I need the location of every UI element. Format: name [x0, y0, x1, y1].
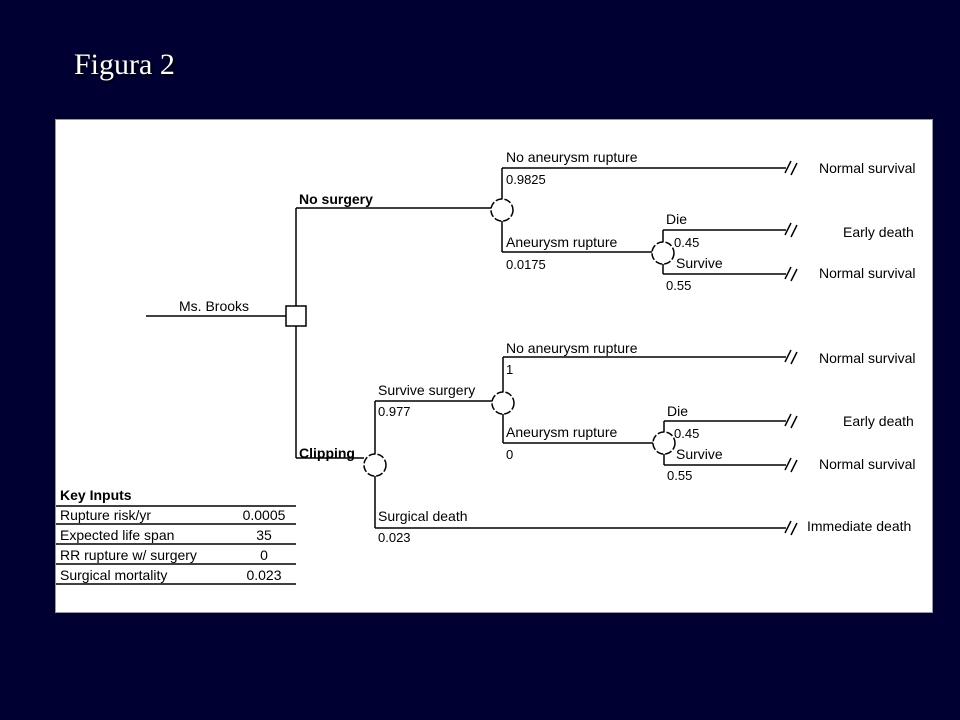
die-label-2: Die	[667, 403, 688, 419]
terminal-marker	[784, 520, 798, 536]
terminal-marker	[784, 222, 798, 238]
terminal-marker	[784, 266, 798, 282]
outcome-6: Normal survival	[819, 456, 915, 472]
no-surgery-label: No surgery	[299, 191, 373, 207]
key-inputs-title: Key Inputs	[60, 487, 132, 503]
key-input-name: Rupture risk/yr	[60, 507, 151, 523]
key-input-value: 0	[260, 547, 268, 563]
die-label-1: Die	[666, 211, 687, 227]
terminal-marker	[784, 457, 798, 473]
decision-tree: Ms. Brooks No surgery No aneurysm ruptur…	[56, 149, 915, 585]
slide-title: Figura 2	[74, 48, 175, 81]
terminal-markers	[784, 160, 798, 536]
clipping-label: Clipping	[299, 445, 355, 461]
survive-label-1: Survive	[676, 255, 723, 271]
key-input-name: Expected life span	[60, 527, 174, 543]
survive-surgery-label: Survive surgery	[378, 382, 475, 398]
outcome-3: Normal survival	[819, 265, 915, 281]
outcome-4: Normal survival	[819, 350, 915, 366]
chance-node-clipping	[363, 453, 387, 477]
outcome-2: Early death	[843, 224, 914, 240]
key-input-value: 0.0005	[243, 507, 286, 523]
chance-node-rupture-clipping	[652, 431, 676, 455]
chance-node-no-surgery	[490, 198, 514, 222]
no-rupture-prob-1: 0.9825	[506, 172, 546, 187]
key-input-value: 35	[256, 527, 272, 543]
root-label: Ms. Brooks	[179, 298, 249, 314]
terminal-marker	[784, 160, 798, 176]
no-rupture-prob-2: 1	[506, 362, 513, 377]
rupture-prob-1: 0.0175	[506, 257, 546, 272]
decision-tree-panel: Ms. Brooks No surgery No aneurysm ruptur…	[55, 119, 933, 613]
survive-label-2: Survive	[676, 446, 723, 462]
chance-node-rupture-no-surgery	[651, 241, 675, 265]
decision-node	[285, 305, 307, 327]
surgical-death-prob: 0.023	[378, 530, 411, 545]
survive-surgery-prob: 0.977	[378, 404, 411, 419]
outcome-1: Normal survival	[819, 160, 915, 176]
no-rupture-label-2: No aneurysm rupture	[506, 340, 638, 356]
key-input-value: 0.023	[246, 567, 281, 583]
rupture-prob-2: 0	[506, 447, 513, 462]
chance-node-survive-surgery	[491, 391, 515, 415]
key-input-name: Surgical mortality	[60, 567, 167, 583]
rupture-label-2: Aneurysm rupture	[506, 424, 617, 440]
die-prob-1: 0.45	[674, 235, 699, 250]
key-inputs-table: Key Inputs Rupture risk/yr 0.0005 Expect…	[60, 487, 286, 583]
rupture-label-1: Aneurysm rupture	[506, 234, 617, 250]
outcome-5: Early death	[843, 413, 914, 429]
outcome-7: Immediate death	[807, 518, 911, 534]
terminal-marker	[784, 349, 798, 365]
survive-prob-1: 0.55	[666, 278, 691, 293]
die-prob-2: 0.45	[674, 426, 699, 441]
survive-prob-2: 0.55	[667, 468, 692, 483]
no-rupture-label-1: No aneurysm rupture	[506, 149, 638, 165]
surgical-death-label: Surgical death	[378, 508, 468, 524]
terminal-marker	[784, 413, 798, 429]
key-input-name: RR rupture w/ surgery	[60, 547, 197, 563]
